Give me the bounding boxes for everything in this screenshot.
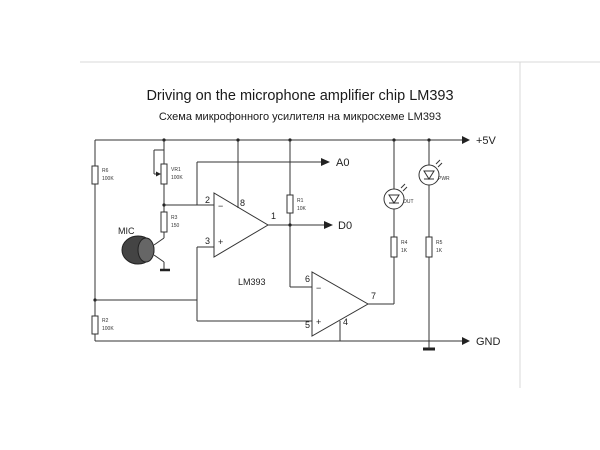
r5-ref: R5 [436,240,443,246]
a0-label: A0 [336,157,349,169]
r4-value: 1K [401,248,408,254]
led-out-label: OUT [403,199,414,205]
vcc-rail: +5V [95,135,497,147]
junction [236,138,240,142]
u1-noninv-symbol: + [218,237,223,247]
comparator-u2: − + 6 5 7 4 [305,271,376,341]
pin-6: 6 [305,274,310,284]
vr1-ref: VR1 [171,167,181,173]
d0-label: D0 [338,220,352,232]
u2-inv-symbol: − [316,283,321,293]
led-pwr: PWR [418,138,450,237]
resistor-r2: R2 100K [91,300,114,341]
mic-label: MIC [118,226,135,236]
title-english: Driving on the microphone amplifier chip… [146,88,454,104]
resistor-r1: R1 10K [286,138,307,225]
gnd-label: GND [476,336,501,348]
pin-1: 1 [271,211,276,221]
digital-output-d0: D0 [268,220,352,232]
pin-4: 4 [343,317,348,327]
comparator-u1: − + 2 3 8 1 [205,140,276,258]
title-russian: Схема микрофонного усилителя на микросхе… [158,111,442,123]
pin-5: 5 [305,320,310,330]
resistor-r3: R3 150 [160,211,180,238]
led-out: OUT [383,138,414,237]
r6-ref: R6 [102,168,109,174]
r6-value: 100K [102,176,114,182]
r2-value: 100K [102,326,114,332]
u1-inv-symbol: − [218,201,223,211]
pin-2: 2 [205,195,210,205]
chip-label: LM393 [238,277,266,287]
r1-ref: R1 [297,198,304,204]
r1-value: 10K [297,206,307,212]
potentiometer-vr1: VR1 100K [153,138,183,212]
vcc-label: +5V [476,135,497,147]
microphone-mic: MIC [118,226,170,272]
u2-noninv-symbol: + [316,317,321,327]
gnd-rail: GND [95,336,501,351]
vr1-value: 100K [171,175,183,181]
led-pwr-label: PWR [438,176,450,182]
r3-ref: R3 [171,215,178,221]
analog-output-a0: A0 [196,157,349,205]
pin-8: 8 [240,198,245,208]
resistor-r5: R5 1K [425,236,443,341]
pin-3: 3 [205,236,210,246]
pin-7: 7 [371,291,376,301]
resistor-r6: R6 100K [91,140,114,300]
r5-value: 1K [436,248,443,254]
r2-ref: R2 [102,318,109,324]
r3-value: 150 [171,223,180,229]
r4-ref: R4 [401,240,408,246]
resistor-r4: R4 1K [390,236,408,304]
